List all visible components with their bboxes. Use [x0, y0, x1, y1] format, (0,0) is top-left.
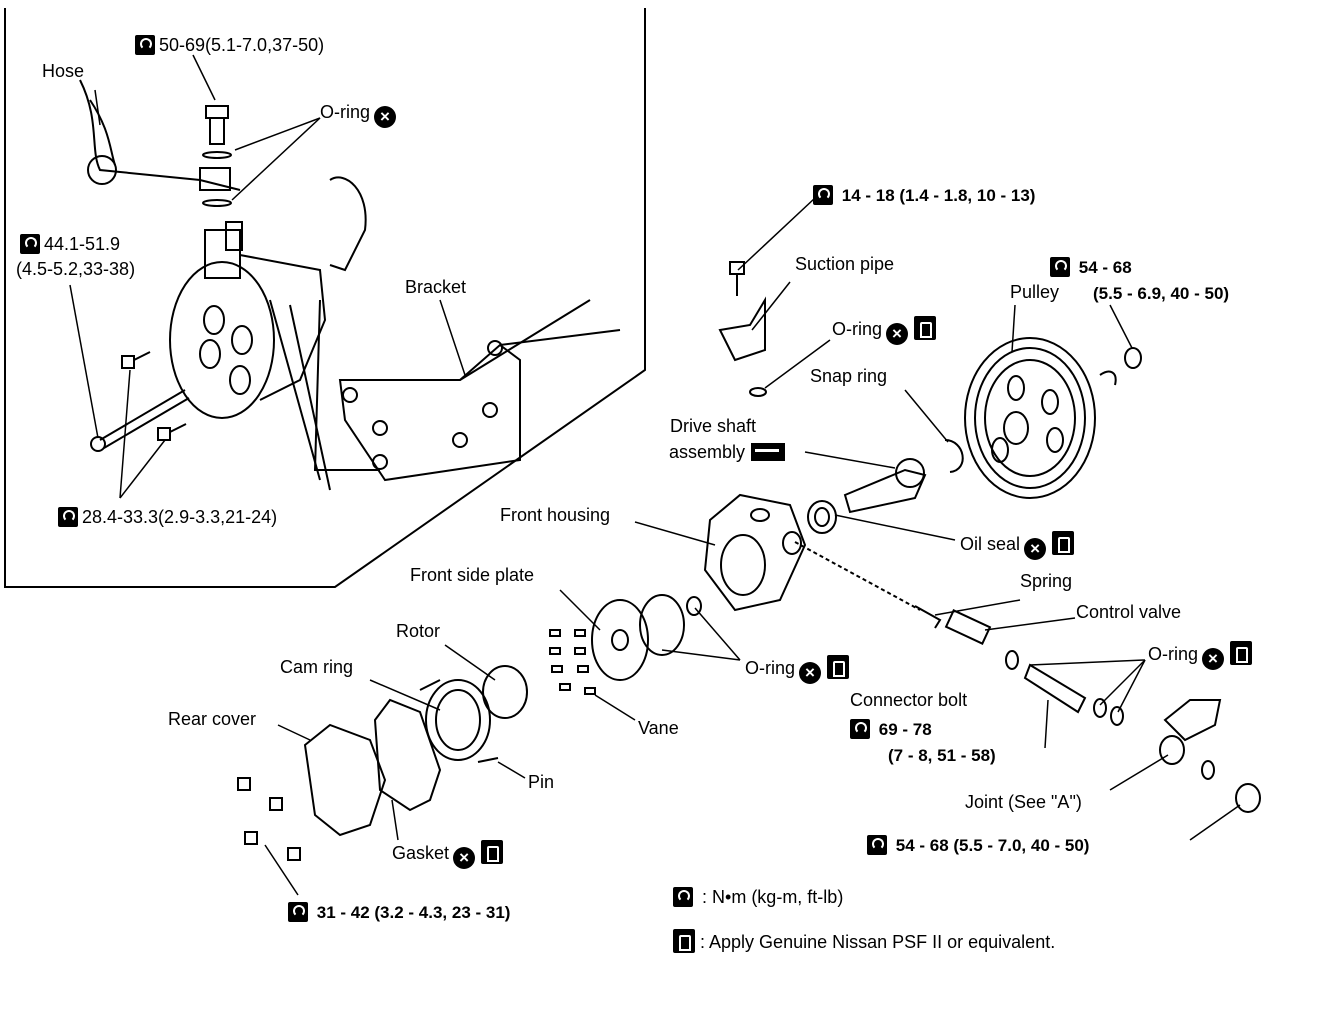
label-suction-pipe: Suction pipe: [795, 254, 895, 274]
torque-suction: 14 - 18 (1.4 - 1.8, 10 - 13): [813, 185, 1035, 207]
torque-joint: 54 - 68 (5.5 - 7.0, 40 - 50): [867, 835, 1089, 857]
oring-suction-text: O-ring: [832, 319, 883, 339]
torque-rear: 31 - 42 (3.2 - 4.3, 23 - 31): [288, 902, 510, 924]
legend-torque: : N•m (kg-m, ft-lb): [673, 886, 843, 908]
torque-pulley-2: (5.5 - 6.9, 40 - 50): [1093, 284, 1230, 303]
label-gasket: Gasket×: [392, 840, 504, 869]
torque-wrench-icon: [673, 887, 693, 907]
torque-wrench-icon: [58, 507, 78, 527]
torque-top: 50-69(5.1-7.0,37-50): [135, 34, 324, 56]
do-not-reuse-icon: ×: [799, 662, 822, 684]
apply-fluid-icon: [481, 840, 504, 864]
label-front-housing: Front housing: [500, 505, 611, 525]
label-oring-cv: O-ring×: [1148, 641, 1253, 670]
label-oring-top: O-ring×: [320, 101, 397, 128]
torque-left: 44.1-51.9: [20, 233, 120, 255]
apply-fluid-icon: [914, 316, 937, 340]
torque-inset-bottom-value: 28.4-33.3(2.9-3.3,21-24): [82, 507, 278, 527]
legend-torque-text: : N•m (kg-m, ft-lb): [702, 887, 844, 907]
oil-seal-text: Oil seal: [960, 534, 1021, 554]
torque-wrench-icon: [867, 835, 887, 855]
apply-fluid-icon: [1052, 531, 1075, 555]
label-oring-suction: O-ring×: [832, 316, 937, 345]
torque-pulley-value: 54 - 68: [1078, 258, 1132, 277]
front-housing-shape: [703, 493, 807, 612]
label-vane: Vane: [638, 718, 679, 738]
oring-top-text: O-ring: [320, 102, 371, 122]
hose-shape: [79, 79, 241, 191]
label-control-valve: Control valve: [1076, 602, 1182, 622]
front-side-plate-shape: [591, 599, 649, 681]
label-joint: Joint (See "A"): [965, 792, 1082, 812]
label-rotor: Rotor: [396, 621, 441, 641]
torque-joint-value: 54 - 68 (5.5 - 7.0, 40 - 50): [895, 836, 1090, 855]
inset-frame: [4, 8, 646, 588]
label-connector-bolt: Connector bolt: [850, 690, 968, 710]
torque-suction-value: 14 - 18 (1.4 - 1.8, 10 - 13): [841, 186, 1036, 205]
torque-wrench-icon: [850, 719, 870, 739]
torque-left-2: (4.5-5.2,33-38): [16, 259, 136, 279]
apply-fluid-icon: [673, 929, 695, 953]
label-drive-shaft: Drive shaft: [670, 416, 757, 436]
label-front-side-plate: Front side plate: [410, 565, 535, 585]
legend-fluid-text: : Apply Genuine Nissan PSF II or equival…: [700, 932, 1056, 952]
label-cam-ring: Cam ring: [280, 657, 354, 677]
do-not-reuse-icon: ×: [1202, 648, 1225, 670]
apply-fluid-icon: [827, 655, 850, 679]
gasket-shape: [373, 698, 442, 812]
do-not-reuse-icon: ×: [1024, 538, 1047, 560]
oring-cv-text: O-ring: [1148, 644, 1199, 664]
label-drive-shaft-2: assembly: [669, 441, 786, 463]
do-not-reuse-icon: ×: [886, 323, 909, 345]
torque-wrench-icon: [813, 185, 833, 205]
do-not-reuse-icon: ×: [374, 106, 397, 128]
label-rear-cover: Rear cover: [168, 709, 257, 729]
rotor-shape: [482, 665, 528, 719]
rear-cover-shape: [303, 723, 387, 837]
label-oil-seal: Oil seal×: [960, 531, 1075, 560]
torque-rear-value: 31 - 42 (3.2 - 4.3, 23 - 31): [316, 903, 511, 922]
pulley-shape: [964, 337, 1096, 499]
label-spring: Spring: [1020, 571, 1073, 591]
special-tool-icon: [751, 443, 786, 461]
label-snap-ring: Snap ring: [810, 366, 888, 386]
legend-fluid: : Apply Genuine Nissan PSF II or equival…: [673, 929, 1055, 953]
label-oring-fsp: O-ring×: [745, 655, 850, 684]
gasket-text: Gasket: [392, 843, 450, 863]
oring-fsp-text: O-ring: [745, 658, 796, 678]
torque-pulley: 54 - 68: [1050, 257, 1132, 279]
torque-connector-2: (7 - 8, 51 - 58): [888, 746, 996, 765]
drive-shaft-shape: [843, 468, 927, 514]
joint-shape: [1163, 699, 1222, 742]
torque-wrench-icon: [288, 902, 308, 922]
drive-shaft-2-text: assembly: [669, 442, 746, 462]
torque-connector-value: 69 - 78: [878, 720, 932, 739]
apply-fluid-icon: [1230, 641, 1253, 665]
label-pin: Pin: [528, 772, 555, 792]
torque-left-value: 44.1-51.9: [44, 234, 121, 254]
torque-wrench-icon: [1050, 257, 1070, 277]
torque-wrench-icon: [135, 35, 155, 55]
cam-ring-shape: [425, 679, 491, 761]
bracket-shape: [338, 343, 521, 482]
torque-wrench-icon: [20, 234, 40, 254]
label-pulley: Pulley: [1010, 282, 1060, 302]
label-bracket: Bracket: [405, 277, 467, 297]
suction-pipe-shape: [718, 296, 766, 362]
torque-connector: 69 - 78: [850, 719, 932, 741]
torque-inset-bottom: 28.4-33.3(2.9-3.3,21-24): [58, 506, 277, 528]
do-not-reuse-icon: ×: [453, 847, 476, 869]
torque-top-value: 50-69(5.1-7.0,37-50): [159, 35, 325, 55]
label-hose: Hose: [42, 61, 85, 81]
